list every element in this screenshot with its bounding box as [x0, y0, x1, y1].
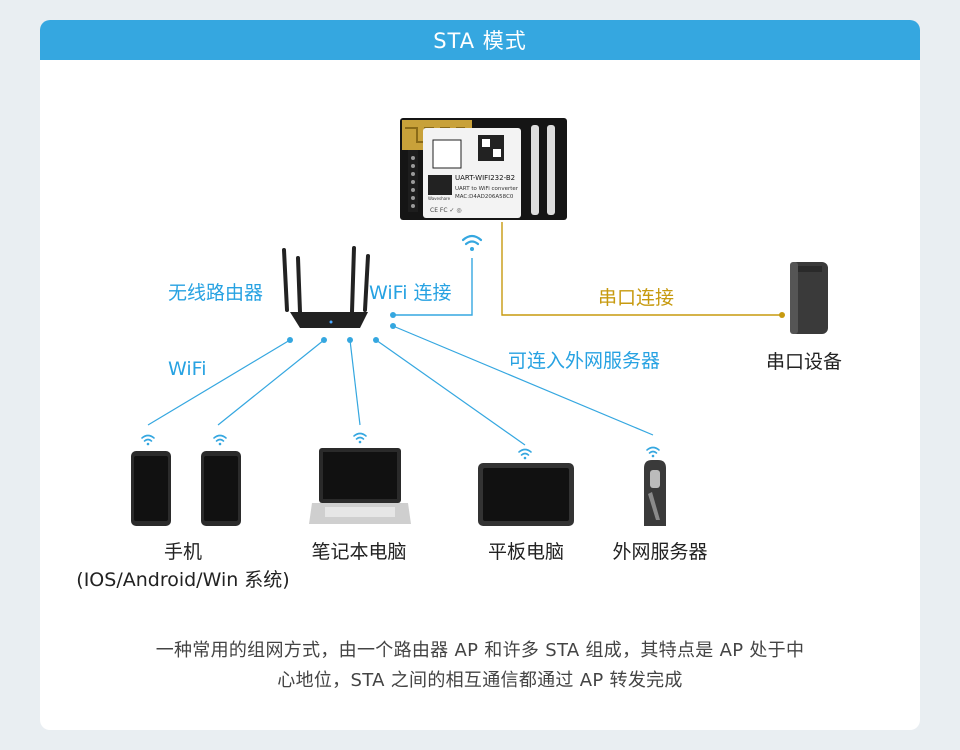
laptop-label: 笔记本电脑	[311, 541, 407, 563]
wifi-icon	[461, 234, 483, 251]
header-bar: STA 模式	[40, 20, 920, 60]
phone-os-label: (IOS/Android/Win 系统)	[76, 569, 290, 591]
phone-image-1	[131, 451, 171, 526]
device-wifi-icons	[141, 432, 660, 460]
module-brand: Waveshare	[428, 196, 451, 201]
link-phone-2	[217, 339, 325, 426]
serial-device-label: 串口设备	[766, 351, 843, 373]
router-label: 无线路由器	[168, 282, 264, 304]
tablet-image	[478, 463, 574, 526]
wifi-module-image: UART-WIFI232-B2 UART to WiFi converter M…	[400, 118, 567, 220]
link-tablet	[375, 339, 526, 446]
caption-line-2: 心地位，STA 之间的相互通信都通过 AP 转发完成	[277, 670, 683, 691]
server-image	[644, 460, 666, 526]
module-label-2: UART to WiFi converter	[455, 186, 519, 192]
server-label: 外网服务器	[612, 541, 708, 563]
laptop-image	[309, 448, 411, 524]
serial-link-line	[501, 222, 782, 316]
link-server	[392, 325, 654, 436]
certification-marks: CE FC ✓ ◎	[430, 207, 462, 214]
phone-2-wifi-icon	[213, 434, 227, 446]
caption-line-1: 一种常用的组网方式，由一个路由器 AP 和许多 STA 组成，其特点是 AP 处…	[155, 640, 805, 661]
module-label-1: UART-WIFI232-B2	[455, 174, 515, 182]
wifi-connect-label: WiFi 连接	[369, 282, 452, 304]
link-phone-1	[147, 339, 291, 426]
serial-device-image	[790, 262, 828, 334]
wifi-label: WiFi	[168, 358, 207, 380]
external-server-access-label: 可连入外网服务器	[508, 350, 661, 372]
tablet-label: 平板电脑	[487, 541, 565, 563]
server-wifi-icon	[646, 446, 660, 458]
connection-lines	[147, 222, 785, 446]
phone-label: 手机	[163, 541, 203, 563]
wifi-link-line	[393, 258, 473, 316]
phone-image-2	[201, 451, 241, 526]
phone-1-wifi-icon	[141, 434, 155, 446]
caption: 一种常用的组网方式，由一个路由器 AP 和许多 STA 组成，其特点是 AP 处…	[40, 636, 920, 696]
serial-connect-label: 串口连接	[598, 287, 675, 309]
header-title: STA 模式	[433, 29, 527, 53]
laptop-wifi-icon	[353, 432, 367, 444]
router-image	[282, 246, 370, 328]
link-laptop	[349, 339, 361, 426]
tablet-wifi-icon	[518, 448, 532, 460]
module-label-3: MAC:D4AD206A58C0	[455, 194, 514, 200]
